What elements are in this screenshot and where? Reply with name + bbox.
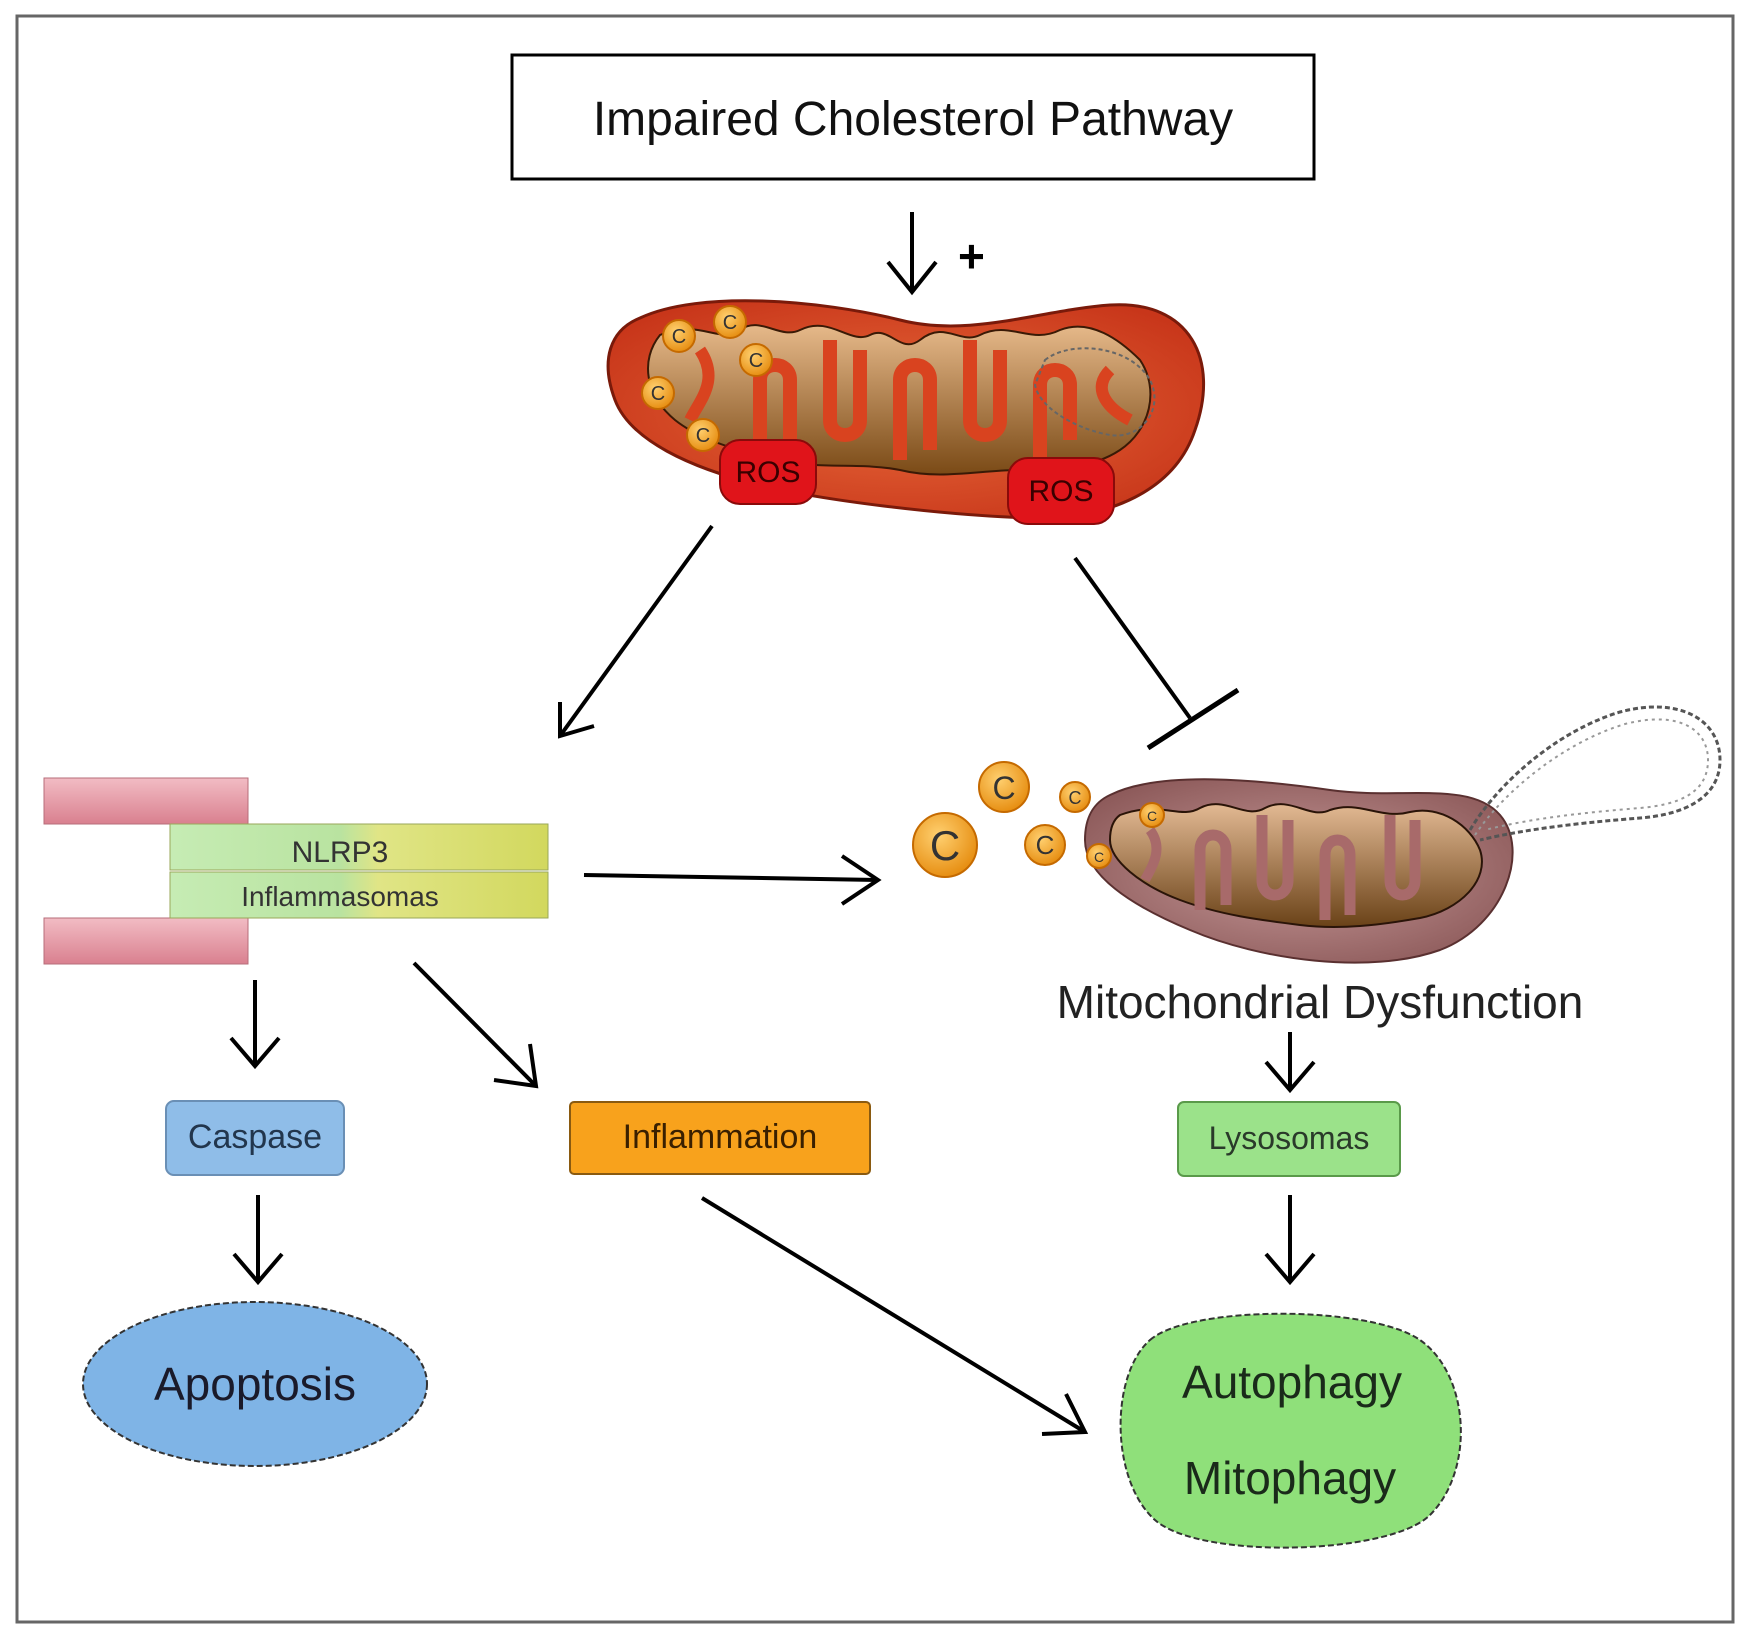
mitochondrion-damaged: C C xyxy=(1083,705,1722,964)
c-label: C xyxy=(651,383,665,405)
arrow-caspase-to-apoptosis xyxy=(232,1195,284,1286)
caspase-box: Caspase xyxy=(165,1100,345,1176)
nlrp3-label: NLRP3 xyxy=(292,836,389,869)
nlrp3-inflammasome: NLRP3 Inflammasomas xyxy=(43,777,549,965)
c-label: C xyxy=(1069,788,1082,808)
lysosomes-box: Lysosomas xyxy=(1177,1101,1401,1177)
top-arrow xyxy=(886,212,938,296)
autophagy-node: Autophagy Mitophagy xyxy=(1119,1312,1462,1549)
c-label: C xyxy=(672,326,686,348)
ros-text: ROS xyxy=(1028,475,1093,508)
autophagy-label: Autophagy xyxy=(1182,1356,1402,1408)
apoptosis-node: Apoptosis xyxy=(82,1301,428,1467)
c-label: C xyxy=(992,770,1015,806)
cholesterol-cluster-top: C C C C C xyxy=(641,305,773,452)
arrow-mito-to-nlrp3 xyxy=(558,524,714,739)
ros-badge-right: ROS xyxy=(1007,457,1115,525)
title-text: Impaired Cholesterol Pathway xyxy=(593,93,1233,146)
title-box: Impaired Cholesterol Pathway xyxy=(510,53,1316,181)
inhibition-mito-to-dysfunction xyxy=(1073,556,1240,751)
mitophagy-label: Mitophagy xyxy=(1184,1452,1396,1504)
c-label: C xyxy=(1036,830,1055,860)
c-label: C xyxy=(723,312,737,334)
apoptosis-label: Apoptosis xyxy=(154,1358,356,1410)
released-cholesterol: C C C C xyxy=(912,761,1091,878)
inflammation-box: Inflammation xyxy=(569,1101,871,1175)
ros-text: ROS xyxy=(735,456,800,489)
mito-dysfunction-label: Mitochondrial Dysfunction xyxy=(1057,976,1584,1028)
arrow-nlrp3-to-inflammation xyxy=(412,961,539,1089)
ros-badge-left: ROS xyxy=(719,439,817,505)
inflammation-label: Inflammation xyxy=(623,1118,818,1156)
arrow-nlrp3-to-caspase xyxy=(229,980,281,1070)
plus-sign: + xyxy=(958,230,985,282)
inflammasomes-label: Inflammasomas xyxy=(241,881,439,912)
arrow-inflammation-to-autophagy xyxy=(700,1196,1089,1436)
arrow-lysosomes-to-autophagy xyxy=(1264,1195,1316,1286)
arrow-dysfunction-to-lysosomes xyxy=(1264,1032,1316,1094)
c-label: C xyxy=(749,350,763,372)
c-label: C xyxy=(1094,849,1104,865)
figure-frame xyxy=(15,14,1735,1624)
c-label: C xyxy=(1147,808,1157,824)
arrow-nlrp3-to-dysfunction xyxy=(583,854,882,906)
c-label: C xyxy=(930,822,960,869)
c-label: C xyxy=(696,425,710,447)
caspase-label: Caspase xyxy=(188,1118,322,1156)
lysosomes-label: Lysosomas xyxy=(1209,1120,1370,1156)
